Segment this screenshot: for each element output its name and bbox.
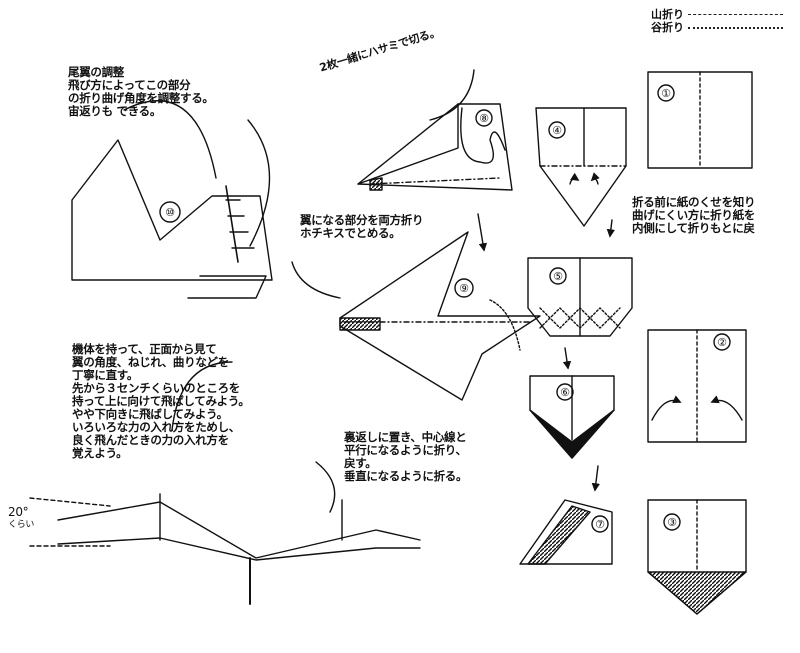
mountain-fold-line-icon xyxy=(688,14,783,15)
angle-suffix: くらい xyxy=(8,520,35,530)
crease-note: 折る前に紙のくせを知り 曲げにくい方に折り紙を 内側にして折りもとに戻 xyxy=(632,195,756,235)
crease-note-line: 内側にして折りもとに戻 xyxy=(632,221,755,235)
step-6-folded-point: ⑥ xyxy=(529,375,615,459)
reverse-fold-note: 裏返しに置き、中心線と 平行になるように折り、 戻す。 垂直になるように折る。 xyxy=(344,430,468,483)
step-3-pointed-bottom: ③ xyxy=(647,499,747,615)
step-10-tail-adjust: ⑩ xyxy=(71,139,273,299)
step-6-label: ⑥ xyxy=(560,386,570,399)
flight-note-line: 先から３センチくらいのところを xyxy=(72,381,240,395)
step-10-label: ⑩ xyxy=(165,206,175,219)
step-9-label: ⑨ xyxy=(459,282,469,295)
legend-mountain-label: 山折り xyxy=(651,8,684,21)
tail-note-line: 飛び方によってこの部分 xyxy=(68,78,191,92)
tail-note-line: 宙返りも できる。 xyxy=(68,104,162,118)
reverse-leader xyxy=(315,461,336,513)
step-1-label: ① xyxy=(661,87,671,100)
crease-note-line: 折る前に紙のくせを知り xyxy=(632,195,756,209)
step-8-cut-shape: ⑧ xyxy=(357,103,513,191)
tail-leader-1 xyxy=(123,100,217,179)
flight-note-line: 機体を持って、正面から見て xyxy=(72,342,217,356)
step-8-label: ⑧ xyxy=(479,112,489,125)
valley-fold-line-icon xyxy=(688,26,783,29)
step-9-plane-top: ⑨ xyxy=(339,231,541,401)
tail-adjust-note: 尾翼の調整 飛び方によってこの部分 の折り曲げ角度を調整する。 宙返りも できる… xyxy=(68,66,214,118)
fold-legend: 山折り 谷折り xyxy=(651,8,783,34)
flight-note-line: 持って上に向けて飛ばしてみよう。 xyxy=(72,394,250,408)
wing-note-line: ホチキスでとめる。 xyxy=(300,226,401,240)
step-3-label: ③ xyxy=(667,516,677,529)
wing-leader xyxy=(291,261,341,299)
step-7-label: ⑦ xyxy=(595,518,605,531)
legend-valley-label: 谷折り xyxy=(651,21,684,34)
angle-value: 20° xyxy=(8,505,29,519)
crease-note-line: 曲げにくい方に折り紙を xyxy=(632,208,755,222)
step-4-valley-fold: ④ xyxy=(535,107,627,227)
dihedral-angle-label: 20° くらい xyxy=(8,506,34,532)
flight-note-line: 丁寧に直す。 xyxy=(72,368,139,382)
tail-note-line: の折り曲げ角度を調整する。 xyxy=(68,91,214,105)
flight-note-line: やや下向きに飛ばしてみよう。 xyxy=(72,407,228,421)
step-arrow-5 xyxy=(562,347,572,370)
step-arrow-6 xyxy=(591,465,601,492)
step-2-center-crease: ② xyxy=(647,329,747,443)
cut-leader xyxy=(429,69,475,121)
step-5-diamond-fold: ⑤ xyxy=(527,257,633,337)
reverse-note-line: 戻す。 xyxy=(344,456,377,470)
legend-mountain-row: 山折り xyxy=(651,8,783,21)
step-5-label: ⑤ xyxy=(553,270,563,283)
flight-note-line: 覚えよう。 xyxy=(72,446,128,460)
step-1-square-paper: ① xyxy=(647,71,753,169)
step-2-label: ② xyxy=(717,336,727,349)
front-view-plane xyxy=(29,493,421,605)
step-4-label: ④ xyxy=(552,124,562,137)
flight-note-line: いろいろな力の入れ方をためし、 xyxy=(72,420,240,434)
reverse-note-line: 平行になるように折り、 xyxy=(344,443,467,457)
wing-fold-note: 翼になる部分を両方折り ホチキスでとめる。 xyxy=(300,213,424,240)
tail-adjust-title: 尾翼の調整 xyxy=(68,65,124,79)
flight-leader xyxy=(171,361,233,431)
step-arrow-1 xyxy=(606,219,616,238)
step-arrow-8 xyxy=(477,213,488,252)
step-7-half-fold: ⑦ xyxy=(519,499,613,565)
flight-note-line: 良く飛んだときの力の入れ方を xyxy=(72,433,229,447)
flight-note-line: 翼の角度、ねじれ、曲りなどを xyxy=(72,355,229,369)
flight-instructions-note: 機体を持って、正面から見て 翼の角度、ねじれ、曲りなどを 丁寧に直す。 先から３… xyxy=(72,343,250,460)
legend-valley-row: 谷折り xyxy=(651,21,783,34)
reverse-note-line: 垂直になるように折る。 xyxy=(344,469,468,483)
reverse-note-line: 裏返しに置き、中心線と xyxy=(344,430,467,444)
wing-note-line: 翼になる部分を両方折り xyxy=(300,213,424,227)
tail-leader-2 xyxy=(247,119,271,247)
